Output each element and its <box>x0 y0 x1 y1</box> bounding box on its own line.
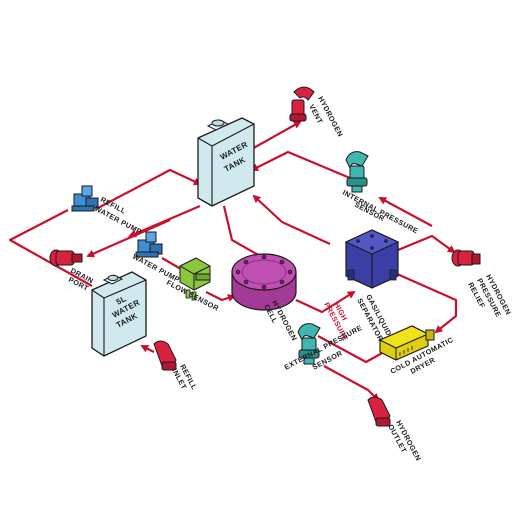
refill-water-pump <box>71 185 99 212</box>
hydrogen-cell <box>231 253 297 311</box>
hydrogen-outlet-connector <box>367 396 391 427</box>
pipe-cell-to-tank <box>222 205 261 257</box>
water-tank-5l: 5L WATER TANK <box>91 271 147 357</box>
pipe-network <box>8 121 458 402</box>
pipe-tank-to-drain <box>86 218 171 258</box>
refill-inlet-connector <box>153 340 177 371</box>
internal-pressure-sensor <box>345 151 369 193</box>
pipe-flow-to-cell <box>205 291 236 302</box>
pipe-separator-to-internal-sensor <box>378 197 433 227</box>
gas-liquid-separator <box>344 229 400 289</box>
flow-sensor <box>179 257 211 301</box>
pipe-refillpump-to-tank <box>97 168 202 209</box>
drain-port-connector <box>49 249 83 267</box>
tank-5l-label-1: 5L <box>115 294 128 307</box>
water-pump <box>135 231 163 258</box>
cold-automatic-dryer <box>378 325 435 361</box>
pipe-inlet-to-5l <box>140 345 155 353</box>
pipe-separator-to-relief <box>397 234 456 254</box>
pipe-dryer-to-outlet <box>317 335 385 364</box>
hydrogen-vent-connector <box>289 86 315 122</box>
pipe-separator-to-dryer <box>387 268 458 334</box>
pressure-relief-connector <box>451 249 481 267</box>
pipe-sensor-to-tank <box>250 150 351 180</box>
water-tank: WATER TANK <box>197 117 255 207</box>
pipe-separator-to-tank <box>252 194 331 245</box>
pipe-tank-to-vent <box>249 121 302 151</box>
pipe-refillpump-to-5l <box>8 209 93 287</box>
pipe-external-sensor-to-outlet <box>323 365 380 402</box>
external-pressure-sensor <box>297 323 321 365</box>
pipe-cell-to-separator <box>295 290 356 314</box>
